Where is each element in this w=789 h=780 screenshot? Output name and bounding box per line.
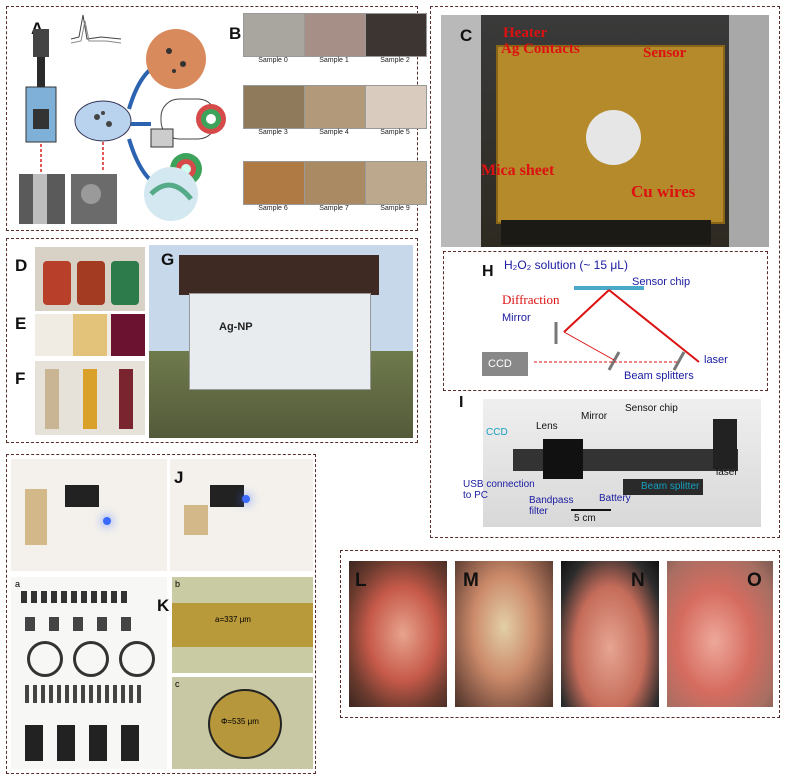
fabric-sample-7 — [304, 161, 366, 205]
fabric-sample-3 — [243, 85, 305, 129]
portable-sensor-photo — [483, 399, 761, 527]
sample-caption: Sample 2 — [380, 57, 410, 64]
exposure-house-photo — [149, 245, 413, 438]
fabric-sample-grid: Sample 0 Sample 1 Sample 2 Sample 3 Samp… — [237, 13, 427, 227]
label-i: I — [459, 394, 464, 411]
sensor-chip-label-i: Sensor chip — [625, 403, 678, 414]
sensor-chip-label: Sensor chip — [632, 276, 691, 288]
mica-sheet-label: Mica sheet — [481, 162, 555, 179]
label-l: L — [355, 570, 367, 591]
sample-caption: Sample 9 — [380, 205, 410, 212]
label-o: O — [747, 570, 762, 591]
mirror-label: Mirror — [502, 312, 531, 324]
optical-setup-diagram: H H₂O₂ solution (~ 15 μL) Sensor chip Di… — [443, 251, 768, 391]
tensile-specimens-photo — [35, 361, 145, 435]
sample-caption: Sample 0 — [258, 57, 288, 64]
synthesis-scheme-figure — [19, 14, 226, 224]
battery-label: Battery — [599, 493, 631, 504]
h2o2-label: H₂O₂ solution (~ 15 μL) — [504, 258, 628, 272]
sub-label-c: c — [175, 679, 180, 689]
microscope-line-photo — [172, 577, 313, 673]
label-f: F — [15, 369, 26, 388]
microscope-dot-photo — [172, 677, 313, 769]
sample-caption: Sample 1 — [319, 57, 349, 64]
beam-splitter-label-i: Beam splitter — [641, 481, 700, 492]
heater-label: Heater — [503, 25, 548, 41]
sub-label-b: b — [175, 579, 181, 589]
lens-label: Lens — [536, 421, 558, 432]
line-width-measure: a=337 μm — [215, 615, 251, 624]
led-circuit-photo-2 — [170, 459, 313, 571]
bandpass-label: Bandpass filter — [529, 495, 574, 517]
nanoparticle-vials-photo — [35, 247, 145, 311]
label-d: D — [15, 256, 28, 275]
scale-bar — [571, 509, 611, 511]
label-k: K — [157, 596, 170, 615]
label-g: G — [161, 250, 175, 269]
label-m: M — [463, 570, 479, 591]
fabric-sample-1 — [304, 13, 366, 57]
mirror-label-i: Mirror — [581, 411, 608, 422]
scale-label: 5 cm — [574, 513, 596, 524]
label-b: B — [229, 24, 242, 43]
wound-photo-n — [561, 561, 659, 707]
fabric-sample-2 — [365, 13, 427, 57]
fabric-sample-9 — [365, 161, 427, 205]
beam-splitters-label: Beam splitters — [624, 370, 694, 382]
diffraction-label: Diffraction — [502, 292, 560, 307]
label-c: C — [460, 26, 473, 45]
sub-label-a: a — [15, 579, 21, 589]
sample-caption: Sample 6 — [258, 205, 288, 212]
treated-fabric-photo — [35, 314, 145, 356]
panel-ab: A B — [6, 6, 427, 231]
panel-defg: D E F G Ag-NP — [6, 238, 418, 443]
sample-caption: Sample 3 — [258, 129, 288, 136]
label-e: E — [15, 314, 27, 333]
panel-chi: C Heater Ag Contacts Sensor Mica sheet C… — [430, 6, 780, 538]
label-j: J — [174, 468, 184, 487]
fabric-sample-0 — [243, 13, 305, 57]
ccd-label-h: CCD — [488, 358, 512, 370]
panel-lmno: L M N O — [340, 550, 780, 718]
led-circuit-photo-1 — [11, 459, 167, 571]
laser-label: laser — [704, 354, 728, 366]
fabric-sample-6 — [243, 161, 305, 205]
sample-caption: Sample 5 — [380, 129, 410, 136]
cu-wires-label: Cu wires — [631, 182, 696, 201]
wound-photo-l — [349, 561, 447, 707]
fabric-sample-5 — [365, 85, 427, 129]
printed-patterns-photo — [11, 577, 167, 769]
sensor-heater-photo — [441, 15, 769, 247]
wound-photo-m — [455, 561, 553, 707]
sample-caption: Sample 7 — [319, 205, 349, 212]
label-h: H — [482, 263, 494, 280]
panel-jk: J a K b a=337 μm c Φ=535 μm — [6, 454, 316, 774]
ag-contacts-label: Ag Contacts — [501, 41, 580, 57]
usb-label: USB connection to PC — [463, 479, 535, 501]
ccd-label-i: CCD — [486, 427, 508, 438]
ag-np-sign: Ag-NP — [219, 321, 253, 333]
laser-label-i: laser — [716, 467, 738, 478]
wound-photo-o — [667, 561, 773, 707]
sample-caption: Sample 4 — [319, 129, 349, 136]
label-n: N — [631, 570, 645, 591]
fabric-sample-4 — [304, 85, 366, 129]
sensor-label: Sensor — [643, 45, 687, 61]
dot-diameter-measure: Φ=535 μm — [221, 717, 259, 726]
